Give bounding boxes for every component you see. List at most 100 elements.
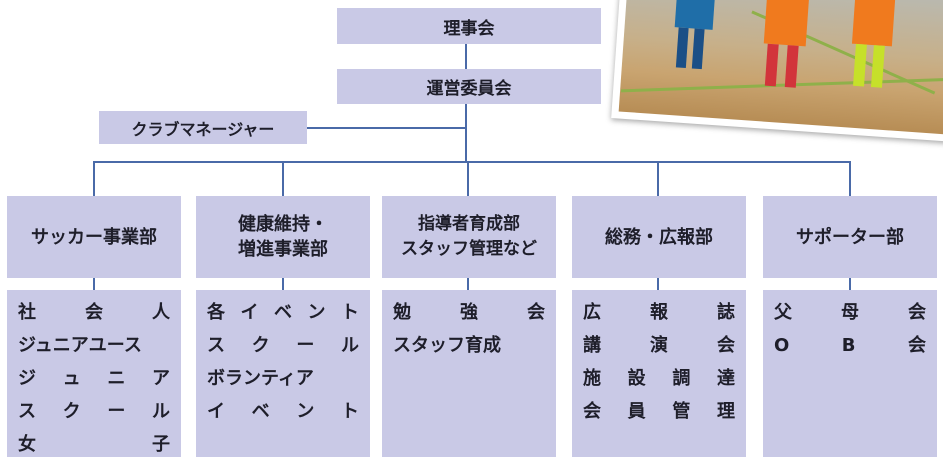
dept-health: 健康維持・ 増進事業部 <box>196 196 370 278</box>
item-char: 施 <box>583 368 601 389</box>
dept-soccer: サッカー事業部 <box>7 196 181 278</box>
connector-line <box>467 161 469 196</box>
item-char: ル <box>151 401 170 422</box>
item-char: 広 <box>583 302 601 323</box>
player-leg <box>691 28 705 70</box>
gym-photo-image <box>618 0 943 135</box>
item-char: 父 <box>774 302 792 323</box>
item-char: スタッフ育成 <box>393 335 501 356</box>
committee-box: 運営委員会 <box>337 69 601 104</box>
dept-general: 総務・広報部 <box>572 196 746 278</box>
item-char: 調 <box>672 368 691 389</box>
list-item: 女子 <box>18 428 170 461</box>
item-char: 管 <box>672 401 691 422</box>
item-char: 子 <box>152 434 170 455</box>
item-char: 会 <box>907 335 926 356</box>
dept-title: サッカー事業部 <box>31 226 157 248</box>
connector-line <box>465 104 467 162</box>
item-char: ン <box>307 302 326 323</box>
item-char: 会 <box>583 401 601 422</box>
list-item: ジュニア <box>18 362 170 395</box>
list-general: 広報誌 講演会 施設調達 会員管理 <box>572 290 746 457</box>
connector-line <box>282 278 284 290</box>
list-item: 各イベント <box>207 296 359 329</box>
item-char: 演 <box>650 335 668 356</box>
dept-coach: 指導者育成部 スタッフ管理など <box>382 196 556 278</box>
item-char: 会 <box>85 302 103 323</box>
dept-title: スタッフ管理など <box>401 239 537 259</box>
dept-title: 健康維持・ <box>238 214 328 235</box>
dept-title: サポーター部 <box>796 226 904 248</box>
item-char: ン <box>296 401 315 422</box>
item-char: ア <box>151 368 170 389</box>
connector-line <box>849 278 851 290</box>
connector-line <box>465 44 467 69</box>
player-figure <box>674 0 716 30</box>
item-char: 社 <box>18 302 36 323</box>
connector-line <box>93 161 95 196</box>
list-coach: 勉強会 スタッフ育成 <box>382 290 556 457</box>
item-char: ベ <box>274 302 292 323</box>
player-leg <box>784 45 799 88</box>
player-figure <box>763 0 810 47</box>
connector-line <box>657 161 659 196</box>
item-char: ベ <box>251 401 270 422</box>
manager-label: クラブマネージャー <box>131 119 275 139</box>
item-char: 会 <box>908 302 926 323</box>
item-char: イ <box>207 401 225 422</box>
item-char: ト <box>341 302 359 323</box>
item-char: ニ <box>107 368 126 389</box>
list-item: イベント <box>207 395 359 428</box>
item-char: 設 <box>627 368 646 389</box>
team-photo <box>611 0 943 142</box>
item-char: ー <box>296 335 315 356</box>
list-health: 各イベント スクール ボランティア イベント <box>196 290 370 457</box>
item-char: 会 <box>527 302 545 323</box>
connector-line <box>467 278 469 290</box>
connector-line <box>282 161 284 196</box>
item-char: 達 <box>716 368 735 389</box>
item-char: 報 <box>650 302 668 323</box>
item-char: O <box>774 335 790 356</box>
dept-title: 増進事業部 <box>238 239 328 260</box>
item-char: ボランティア <box>207 368 314 389</box>
item-char: 各 <box>207 302 225 323</box>
item-char: 理 <box>716 401 735 422</box>
item-char: ス <box>207 335 225 356</box>
list-item: スクール <box>18 395 170 428</box>
list-item: 会員管理 <box>583 395 735 428</box>
court-line <box>620 77 943 93</box>
list-item: 社会人 <box>18 296 170 329</box>
player-figure <box>851 0 896 47</box>
list-item: 施設調達 <box>583 362 735 395</box>
item-char: 勉 <box>393 302 411 323</box>
list-soccer: 社会人 ジュニアユース ジュニア スクール 女子 <box>7 290 181 457</box>
list-item: スクール <box>207 329 359 362</box>
list-item: 講演会 <box>583 329 735 362</box>
list-item: ボランティア <box>207 362 359 395</box>
item-char: 女 <box>18 434 36 455</box>
dept-title: 総務・広報部 <box>605 226 713 248</box>
committee-label: 運営委員会 <box>426 79 512 99</box>
item-char: 母 <box>841 302 859 323</box>
list-item: 勉強会 <box>393 296 545 329</box>
player-leg <box>764 43 779 87</box>
item-char: 会 <box>717 335 735 356</box>
item-char: 人 <box>152 302 170 323</box>
item-char: ジュニアユース <box>18 335 142 356</box>
item-char: ュ <box>62 368 81 389</box>
item-char: ト <box>340 401 359 422</box>
manager-box: クラブマネージャー <box>99 111 307 144</box>
item-char: 講 <box>583 335 601 356</box>
item-char: ル <box>340 335 359 356</box>
item-char: ク <box>251 335 270 356</box>
dept-supporter: サポーター部 <box>763 196 937 278</box>
item-char: 誌 <box>717 302 735 323</box>
connector-line <box>307 127 466 129</box>
item-char: ス <box>18 401 36 422</box>
player-leg <box>675 27 689 69</box>
list-item: 父母会 <box>774 296 926 329</box>
connector-line <box>657 278 659 290</box>
